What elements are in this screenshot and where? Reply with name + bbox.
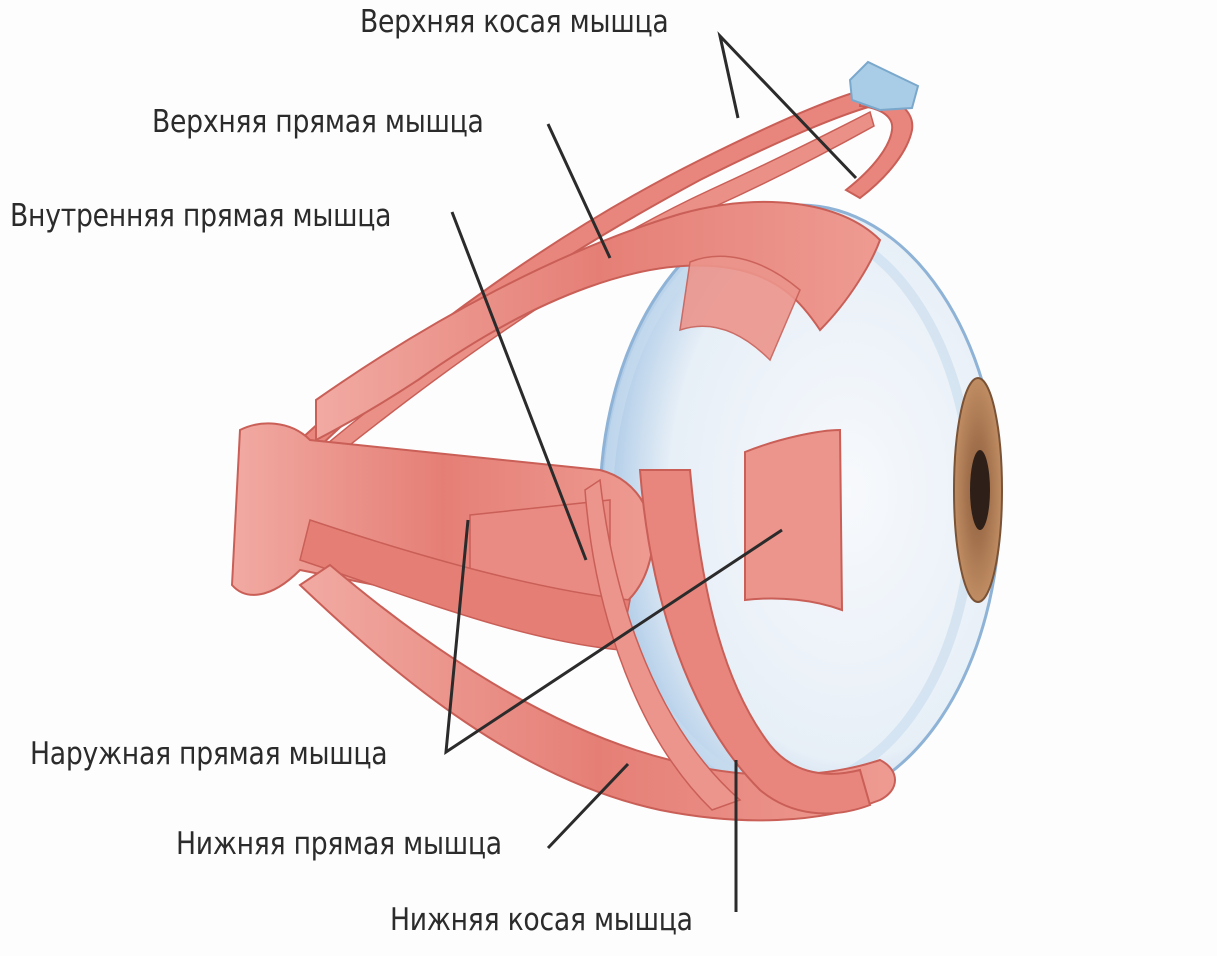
iris	[954, 378, 1002, 602]
label-inferior-rectus: Нижняя прямая мышца	[176, 826, 502, 862]
trochlea	[850, 62, 918, 110]
label-superior-oblique: Верхняя косая мышца	[360, 4, 668, 40]
label-medial-rectus: Внутренняя прямая мышца	[10, 198, 391, 234]
label-lateral-rectus: Наружная прямая мышца	[30, 736, 387, 772]
label-superior-rectus: Верхняя прямая мышца	[152, 104, 484, 140]
pupil	[970, 450, 990, 530]
label-inferior-oblique: Нижняя косая мышца	[390, 902, 693, 938]
